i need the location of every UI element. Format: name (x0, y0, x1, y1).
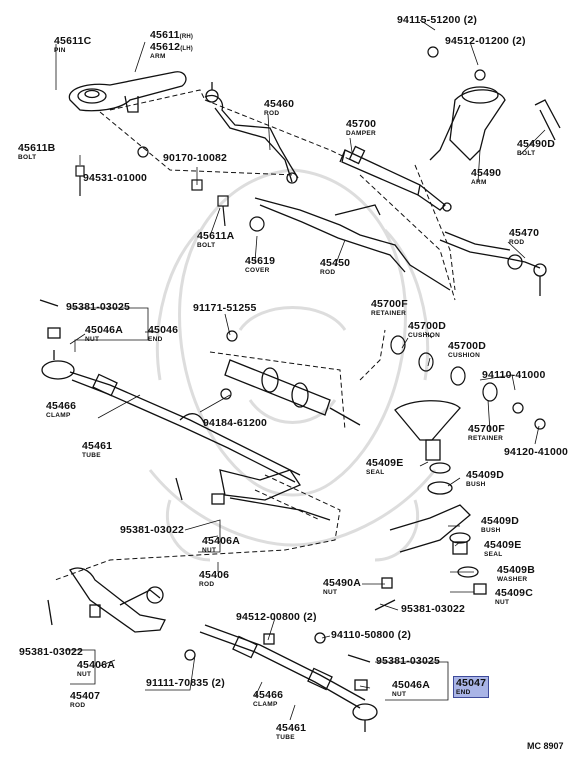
idler-bracket-45409 (381, 400, 487, 595)
tie-rod-45461-lower (184, 624, 378, 732)
rod-45460 (204, 82, 299, 184)
watermark-emblem (148, 168, 437, 562)
damper-body (224, 359, 361, 426)
diagram-code: MC 8907 (527, 741, 564, 751)
cotter-pins (39, 299, 396, 663)
part-label-94184-61200[interactable]: 94184-61200 (203, 417, 268, 429)
part-label-95381-03022-c[interactable]: 95381-03022 (19, 646, 84, 658)
pitman-arm-45490 (429, 86, 561, 161)
part-label-94512-01200[interactable]: 94512-01200 (2) (445, 35, 526, 47)
leader-lines (55, 19, 546, 721)
part-label-95381-03022-b[interactable]: 95381-03022 (401, 603, 466, 615)
part-label-94115-51200[interactable]: 94115-51200 (2) (397, 14, 478, 26)
part-label-94110-50800[interactable]: 94110-50800 (2) (331, 629, 412, 641)
tie-rod-45461-upper (41, 327, 301, 483)
bolts-and-nuts (75, 46, 486, 400)
idler-arm-45611 (68, 71, 187, 113)
cushions-retainers (390, 335, 546, 430)
part-label-94120-41000[interactable]: 94120-41000 (504, 446, 569, 458)
part-label-94110-41000[interactable]: 94110-41000 (482, 369, 546, 381)
part-label-91171-51255[interactable]: 91171-51255 (193, 302, 257, 314)
part-label-94512-00800[interactable]: 94512-00800 (2) (236, 611, 317, 623)
damper-45700 (339, 145, 452, 212)
part-label-95381-03025-b[interactable]: 95381-03025 (376, 655, 441, 667)
rod-45406 (211, 469, 331, 521)
part-label-45611[interactable]: 45611(RH) (150, 29, 194, 41)
rod-45450 (254, 197, 451, 291)
rod-45407-lower (69, 567, 166, 633)
part-label-90170-10082[interactable]: 90170-10082 (163, 152, 228, 164)
assembly-dashed-lines (54, 89, 456, 581)
rod-45470 (439, 231, 547, 296)
part-label-95381-03025-a[interactable]: 95381-03025 (66, 301, 131, 313)
part-label-45612[interactable]: 45612(LH)ARM (150, 41, 193, 60)
part-label-95381-03022-a[interactable]: 95381-03022 (120, 524, 185, 536)
part-label-94531-01000[interactable]: 94531-01000 (83, 172, 148, 184)
part-label-91111-70835[interactable]: 91111-70835 (2) (146, 677, 225, 689)
